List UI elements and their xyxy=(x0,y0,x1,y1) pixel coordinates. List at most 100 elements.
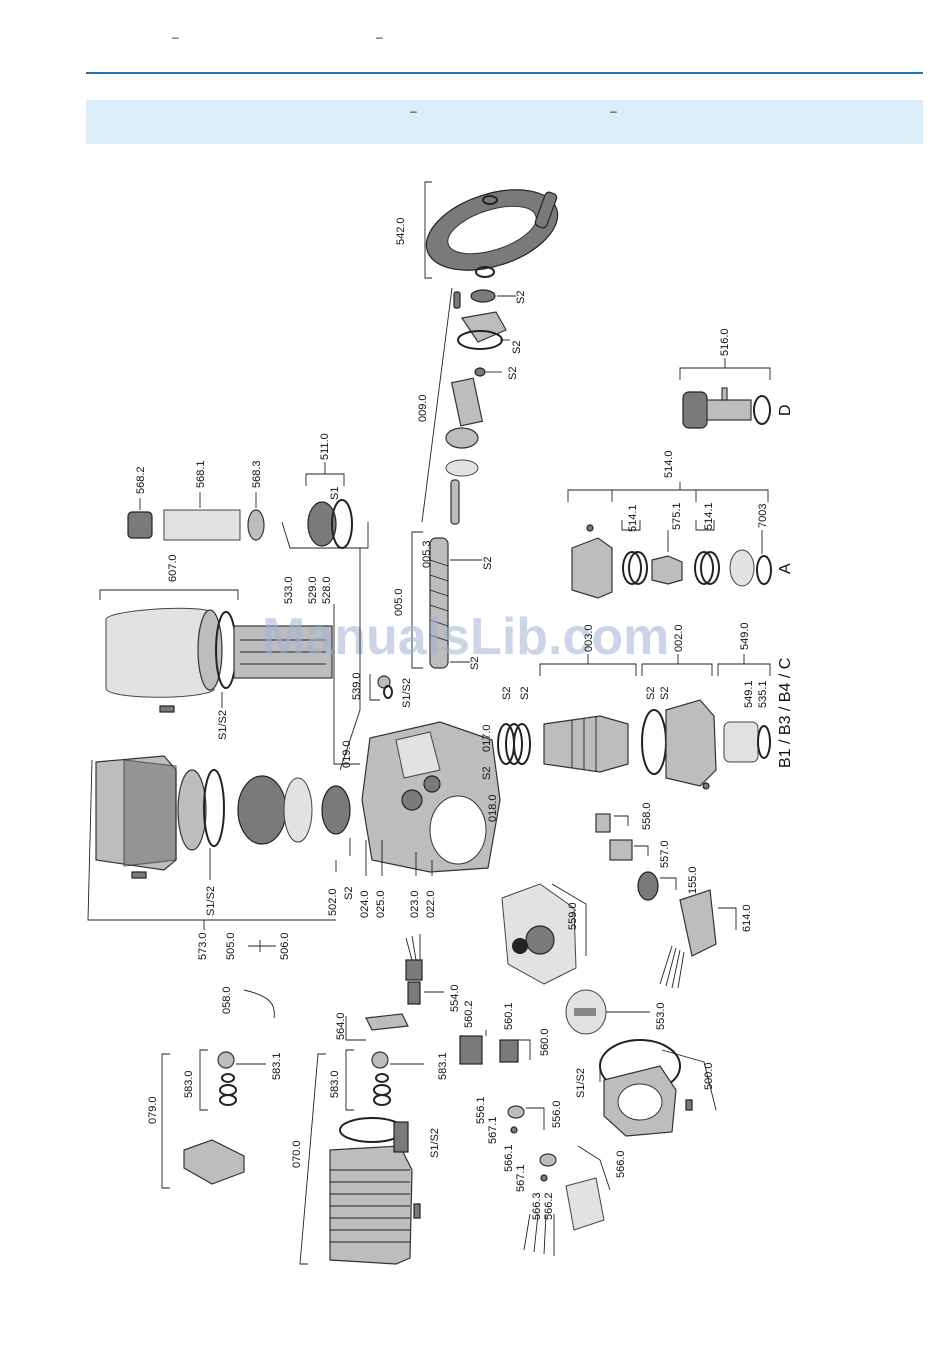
label-528-0: 528.0 xyxy=(321,576,333,604)
label-529-0: 529.0 xyxy=(307,576,319,604)
label-s2-d: S2 xyxy=(482,557,494,570)
header-rule xyxy=(86,72,923,74)
label-s2-f: S2 xyxy=(481,767,493,780)
label-614-0: 614.0 xyxy=(741,904,753,932)
sensor-566-part xyxy=(523,1153,605,1256)
label-556-0: 556.0 xyxy=(551,1100,563,1128)
label-557-0: 557.0 xyxy=(659,840,671,868)
label-542-0: 542.0 xyxy=(395,217,407,245)
label-s2-a: S2 xyxy=(515,291,527,304)
band-dash-left: – xyxy=(410,104,417,118)
cable-harness-part xyxy=(405,934,423,1005)
label-607-0: 607.0 xyxy=(167,554,179,582)
worm-wheel-part xyxy=(497,699,717,790)
cover-500-part xyxy=(599,1039,693,1137)
label-505-0: 505.0 xyxy=(225,932,237,960)
label-024-0: 024.0 xyxy=(359,890,371,918)
header-dash-right: – xyxy=(376,30,383,44)
label-506-0: 506.0 xyxy=(279,932,291,960)
title-band xyxy=(86,100,923,144)
label-a: A xyxy=(777,563,794,574)
label-583-1-b: 583.1 xyxy=(437,1052,449,1080)
label-005-0: 005.0 xyxy=(393,588,405,616)
small-parts-558 xyxy=(595,813,717,989)
potentiometer-556-part xyxy=(507,1105,525,1134)
label-017-0: 017.0 xyxy=(481,724,493,752)
cover-tube-part xyxy=(127,509,265,541)
label-002-0: 002.0 xyxy=(673,624,685,652)
band-dash-right: – xyxy=(610,104,617,118)
label-560-0: 560.0 xyxy=(539,1028,551,1056)
label-583-0-b: 583.0 xyxy=(329,1070,341,1098)
label-568-1: 568.1 xyxy=(195,460,207,488)
main-housing-part xyxy=(361,721,501,873)
label-502-0: 502.0 xyxy=(327,888,339,916)
label-s2-g: S2 xyxy=(343,887,355,900)
label-s2-i: S2 xyxy=(519,687,531,700)
pot-unit-079-part xyxy=(183,1051,245,1185)
label-514-1-b: 514.1 xyxy=(703,502,715,530)
label-022-0: 022.0 xyxy=(425,890,437,918)
label-003-0: 003.0 xyxy=(583,624,595,652)
label-514-1-a: 514.1 xyxy=(627,504,639,532)
label-s2-b: S2 xyxy=(511,341,523,354)
watermark: ManualsLib.com xyxy=(262,608,669,666)
control-unit-part xyxy=(501,883,577,985)
label-549-1: 549.1 xyxy=(743,680,755,708)
label-560-2: 560.2 xyxy=(463,1000,475,1028)
label-564-0: 564.0 xyxy=(335,1012,347,1040)
label-155-0: 155.0 xyxy=(687,866,699,894)
label-s1s2-d: S1/S2 xyxy=(429,1128,441,1158)
label-070-0: 070.0 xyxy=(291,1140,303,1168)
switch-560-part xyxy=(459,1035,519,1065)
label-575-1: 575.1 xyxy=(671,502,683,530)
bracket-564-part xyxy=(365,1013,409,1031)
label-s1s2-b: S1/S2 xyxy=(401,678,413,708)
handwheel-part xyxy=(425,189,559,271)
label-567-1-b: 567.1 xyxy=(515,1164,527,1192)
label-566-0: 566.0 xyxy=(615,1150,627,1178)
label-s1s2-e: S1/S2 xyxy=(575,1068,587,1098)
header-dash-left: – xyxy=(172,30,179,44)
plug-539-part xyxy=(377,675,393,699)
label-7003: 7003 xyxy=(757,504,769,528)
drive-shaft-part xyxy=(445,266,507,525)
label-583-0-a: 583.0 xyxy=(183,1070,195,1098)
output-sleeve-part xyxy=(723,721,771,763)
label-s2-c: S2 xyxy=(507,367,519,380)
label-567-1-a: 567.1 xyxy=(487,1116,499,1144)
label-553-0: 553.0 xyxy=(655,1002,667,1030)
label-568-2: 568.2 xyxy=(135,466,147,494)
label-583-1-a: 583.1 xyxy=(271,1052,283,1080)
label-549-0: 549.0 xyxy=(739,622,751,650)
label-019-0: 019.0 xyxy=(341,740,353,768)
label-566-3: 566.3 xyxy=(531,1192,543,1220)
label-511-0: 511.0 xyxy=(319,433,331,460)
label-568-3: 568.3 xyxy=(251,460,263,488)
motor-housing-part xyxy=(95,755,351,879)
worm-shaft-part xyxy=(429,537,449,669)
label-535-1: 535.1 xyxy=(757,680,769,708)
label-s1s2-c: S1/S2 xyxy=(205,886,217,916)
label-560-1: 560.1 xyxy=(503,1002,515,1030)
label-s1s2-a: S1/S2 xyxy=(217,710,229,740)
label-d: D xyxy=(777,404,794,416)
control-housing-part xyxy=(105,607,333,713)
label-005-3: 005.3 xyxy=(421,540,433,568)
label-514-0: 514.0 xyxy=(663,450,675,478)
coupling-d-part xyxy=(682,387,771,429)
label-s2-e: S2 xyxy=(469,657,481,670)
label-516-0: 516.0 xyxy=(719,328,731,356)
coupling-a-part xyxy=(571,524,772,599)
label-s1: S1 xyxy=(329,487,341,500)
label-566-2: 566.2 xyxy=(543,1192,555,1220)
label-s2-j: S2 xyxy=(645,687,657,700)
motor-070-part xyxy=(329,1117,421,1265)
label-554-0: 554.0 xyxy=(449,984,461,1012)
label-s2-k: S2 xyxy=(659,687,671,700)
label-018-0: 018.0 xyxy=(487,794,499,822)
label-s2-h: S2 xyxy=(501,687,513,700)
label-559-0: 559.0 xyxy=(567,902,579,930)
label-079-0: 079.0 xyxy=(147,1096,159,1124)
